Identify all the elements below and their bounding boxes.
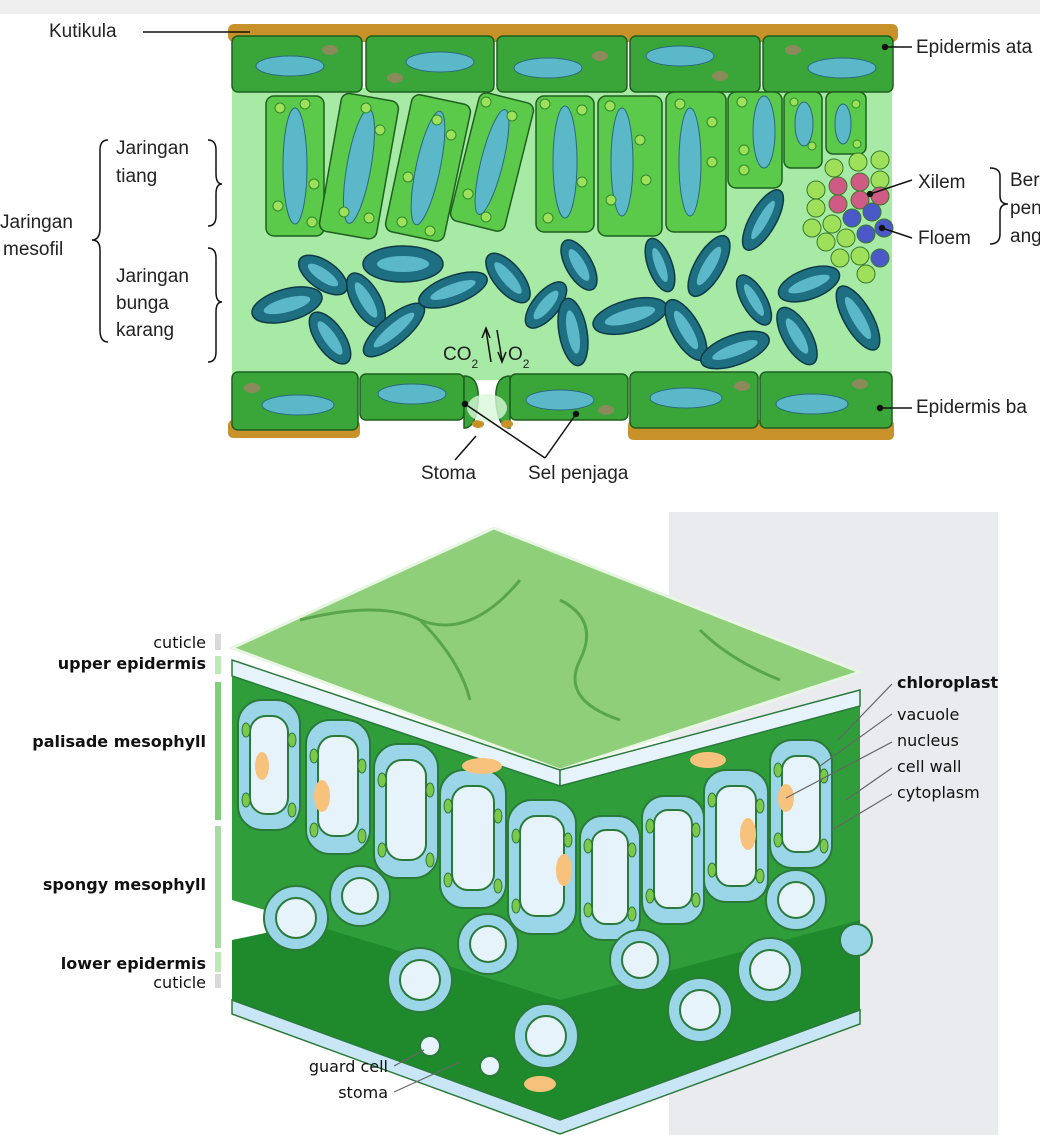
label-jaringan-tiang-1: Jaringan bbox=[116, 138, 189, 159]
palisade-chloroplasts bbox=[272, 96, 862, 237]
label-kutikula: Kutikula bbox=[49, 21, 117, 42]
label-berkas-3: ang bbox=[1010, 226, 1040, 247]
label-jaringan-bunga-1: Jaringan bbox=[116, 266, 189, 287]
label-xilem: Xilem bbox=[918, 172, 966, 193]
lower-epidermis-cells bbox=[228, 371, 894, 440]
label-co2: CO2 bbox=[443, 344, 478, 372]
label-stoma-en: stoma bbox=[338, 1083, 388, 1102]
upper-epidermis-cells bbox=[231, 35, 894, 93]
label-cytoplasm: cytoplasm bbox=[897, 783, 980, 802]
spongy-cells-3d bbox=[263, 865, 873, 1069]
label-floem: Floem bbox=[918, 228, 971, 249]
label-berkas-2: pen bbox=[1010, 198, 1040, 219]
leaf-3d-drawing bbox=[215, 512, 998, 1135]
spongy-cells bbox=[251, 189, 881, 370]
label-spongy-mesophyll: spongy mesophyll bbox=[42, 875, 206, 894]
label-guard-cell: guard cell bbox=[308, 1057, 388, 1076]
leaf-cross-section-drawing bbox=[91, 24, 1009, 461]
top-surface bbox=[228, 526, 865, 772]
palisade-cells-3d bbox=[237, 699, 833, 941]
label-lower-epidermis: lower epidermis bbox=[60, 954, 206, 973]
top-toolbar-strip bbox=[0, 0, 1040, 14]
label-jaringan-bunga-2: bunga bbox=[116, 293, 169, 314]
leader-lines bbox=[91, 31, 1009, 461]
leader-lines-3d bbox=[393, 683, 893, 1093]
layer-indicator-bars bbox=[215, 634, 221, 988]
label-cuticle-top: cuticle bbox=[153, 633, 206, 652]
label-jaringan-mesofil-1: Jaringan bbox=[0, 212, 73, 233]
label-chloroplast: chloroplast bbox=[897, 673, 999, 692]
o-subscript: 2 bbox=[522, 356, 530, 371]
label-berkas-1: Ber bbox=[1010, 170, 1040, 191]
label-jaringan-bunga-3: karang bbox=[116, 320, 175, 341]
guard-cells-3d bbox=[419, 1035, 501, 1077]
co-subscript: 2 bbox=[471, 356, 479, 371]
label-nucleus: nucleus bbox=[897, 731, 959, 750]
label-epidermis-bawah: Epidermis ba bbox=[916, 397, 1027, 418]
palisade-cells bbox=[265, 91, 867, 242]
label-stoma-id: Stoma bbox=[421, 463, 476, 484]
label-vacuole: vacuole bbox=[897, 705, 960, 724]
vascular-bundle bbox=[802, 150, 894, 284]
label-jaringan-tiang-2: tiang bbox=[116, 166, 158, 187]
label-jaringan-mesofil-2: mesofil bbox=[3, 239, 64, 260]
co-text: CO bbox=[443, 344, 472, 365]
label-cell-wall: cell wall bbox=[897, 757, 962, 776]
label-palisade-mesophyll: palisade mesophyll bbox=[32, 732, 206, 751]
label-sel-penjaga: Sel penjaga bbox=[528, 463, 629, 484]
chloroplasts-3d bbox=[241, 722, 829, 922]
o-text: O bbox=[508, 344, 523, 365]
label-epidermis-atas: Epidermis ata bbox=[916, 37, 1033, 58]
label-upper-epidermis: upper epidermis bbox=[57, 654, 206, 673]
label-cuticle-bottom: cuticle bbox=[153, 973, 206, 992]
label-o2: O2 bbox=[508, 344, 529, 372]
